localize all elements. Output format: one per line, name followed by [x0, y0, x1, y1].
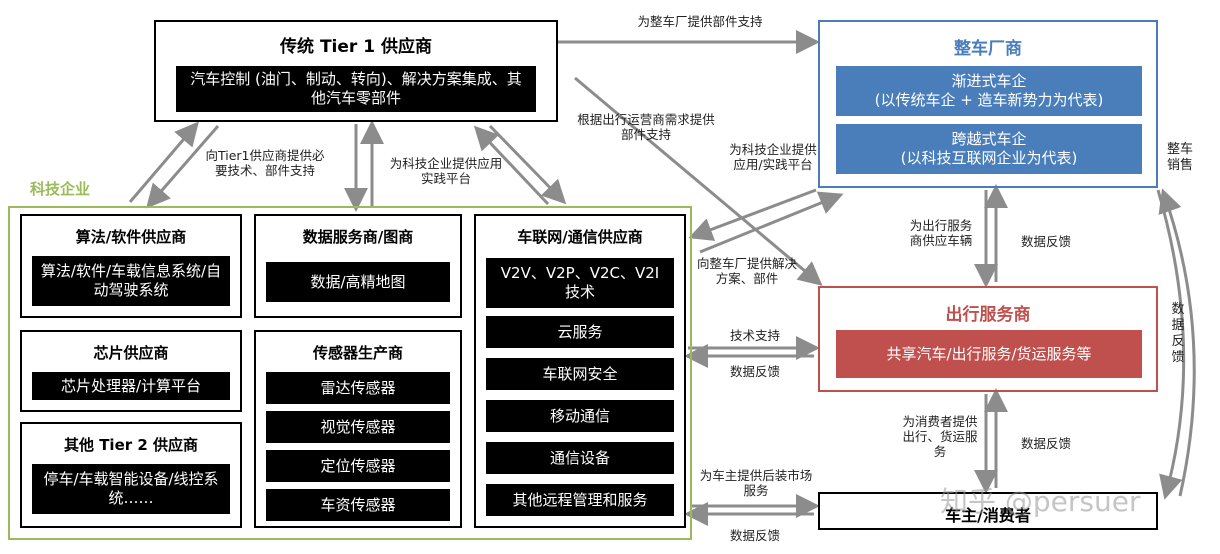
sensor-vision: 视觉传感器: [266, 411, 450, 443]
v2x-title: 车联网/通信供应商: [517, 228, 643, 246]
algo-title: 算法/软件供应商: [75, 228, 187, 246]
label-aftermarket: 为车主提供后装市场服务: [699, 468, 813, 498]
algo-item: 算法/软件/车载信息系统/自动驾驶系统: [32, 256, 230, 306]
sensor-box: 传感器生产商 雷达传感器 视觉传感器 定位传感器 车资传感器: [254, 330, 462, 528]
tier2-box: 其他 Tier 2 供应商 停车/车载智能设备/线控系统……: [20, 422, 242, 528]
oem-title: 整车厂商: [954, 39, 1022, 59]
v2x-cloud: 云服务: [486, 316, 674, 348]
mobility-title: 出行服务商: [945, 305, 1031, 325]
label-mob-to-consumer: 为消费者提供出行、货运服务: [902, 414, 978, 459]
mobility-item: 共享汽车/出行服务/货运服务等: [836, 330, 1142, 378]
label-tech-to-tier1: 向Tier1供应商提供必要技术、部件支持: [205, 148, 325, 178]
tech-group-label: 科技企业: [30, 180, 91, 198]
sensor-vehicle: 车资传感器: [266, 489, 450, 521]
v2x-mobile: 移动通信: [486, 400, 674, 432]
arrow-tier1-v2x: [488, 124, 567, 205]
sensor-positioning: 定位传感器: [266, 450, 450, 482]
label-data-feedback-4: 数据反馈: [729, 528, 780, 543]
consumer-box: 车主/消费者: [818, 492, 1158, 530]
tier2-item: 停车/车载智能设备/线控系统……: [32, 464, 230, 514]
data-svc-box: 数据服务商/图商 数据/高精地图: [254, 214, 462, 318]
sensor-title: 传感器生产商: [312, 344, 403, 362]
label-mob-to-tier1: 根据出行运营商需求提供部件支持: [577, 112, 715, 142]
arrow-tech-oem: [699, 191, 844, 254]
chip-item: 芯片处理器/计算平台: [32, 372, 230, 400]
consumer-title: 车主/消费者: [945, 506, 1031, 525]
tech-group-box: [8, 206, 692, 540]
arrow-consumer-oem-curve: [1158, 188, 1196, 497]
oem-item-leapfrog: 跨越式车企 (以科技互联网企业为代表): [836, 124, 1142, 174]
arrow-oem-tech: [688, 188, 817, 241]
chip-title: 芯片供应商: [93, 344, 169, 362]
arrow-tier1-tech: [146, 125, 220, 209]
label-tier1-to-tech: 为科技企业提供应用实践平台: [389, 156, 503, 186]
algo-box: 算法/软件供应商 算法/软件/车载信息系统/自动驾驶系统: [20, 214, 242, 318]
tier2-title: 其他 Tier 2 供应商: [63, 436, 199, 454]
label-data-feedback-side: 数据反馈: [1171, 302, 1185, 365]
label-data-feedback-3: 数据反馈: [1020, 436, 1071, 451]
sensor-radar: 雷达传感器: [266, 372, 450, 404]
arrow-oem-consumer-curve: [1156, 189, 1186, 500]
oem-item-progressive: 渐进式车企 (以传统车企 + 造车新势力为代表): [836, 66, 1142, 116]
watermark: 知乎 @persuer: [940, 485, 1141, 518]
label-tech-support: 技术支持: [729, 328, 780, 343]
v2x-security: 车联网安全: [486, 358, 674, 390]
chip-box: 芯片供应商 芯片处理器/计算平台: [20, 330, 242, 412]
arrow-tier1-mobility: [574, 76, 823, 286]
label-data-feedback-1: 数据反馈: [729, 364, 780, 379]
v2x-tech: V2V、V2P、V2C、V2I技术: [486, 258, 674, 308]
tier1-title: 传统 Tier 1 供应商: [280, 37, 432, 57]
arrow-tech-tier1: [128, 121, 199, 203]
oem-box: 整车厂商 渐进式车企 (以传统车企 + 造车新势力为代表) 跨越式车企 (以科技…: [818, 20, 1158, 188]
v2x-equipment: 通信设备: [486, 442, 674, 474]
data-svc-item: 数据/高精地图: [266, 262, 450, 302]
tier1-desc: 汽车控制 (油门、制动、转向)、解决方案集成、其他汽车零部件: [176, 66, 536, 112]
v2x-box: 车联网/通信供应商 V2V、V2P、V2C、V2I技术 云服务 车联网安全 移动…: [474, 214, 686, 528]
label-tech-to-oem: 向整车厂提供解决方案、部件: [696, 256, 797, 286]
arrow-v2x-tier1: [473, 125, 550, 206]
mobility-box: 出行服务商 共享汽车/出行服务/货运服务等: [818, 286, 1158, 392]
label-oem-to-mob: 为出行服务商供应车辆: [909, 218, 973, 248]
tier1-box: 传统 Tier 1 供应商 汽车控制 (油门、制动、转向)、解决方案集成、其他汽…: [154, 20, 558, 122]
label-oem-to-tech: 为科技企业提供应用/实践平台: [729, 142, 817, 172]
label-tier1-to-oem: 为整车厂提供部件支持: [637, 14, 763, 29]
v2x-remote: 其他远程管理和服务: [486, 484, 674, 516]
label-vehicle-sales: 整车销售: [1166, 142, 1193, 173]
data-svc-title: 数据服务商/图商: [302, 228, 414, 246]
label-data-feedback-2: 数据反馈: [1020, 234, 1071, 249]
